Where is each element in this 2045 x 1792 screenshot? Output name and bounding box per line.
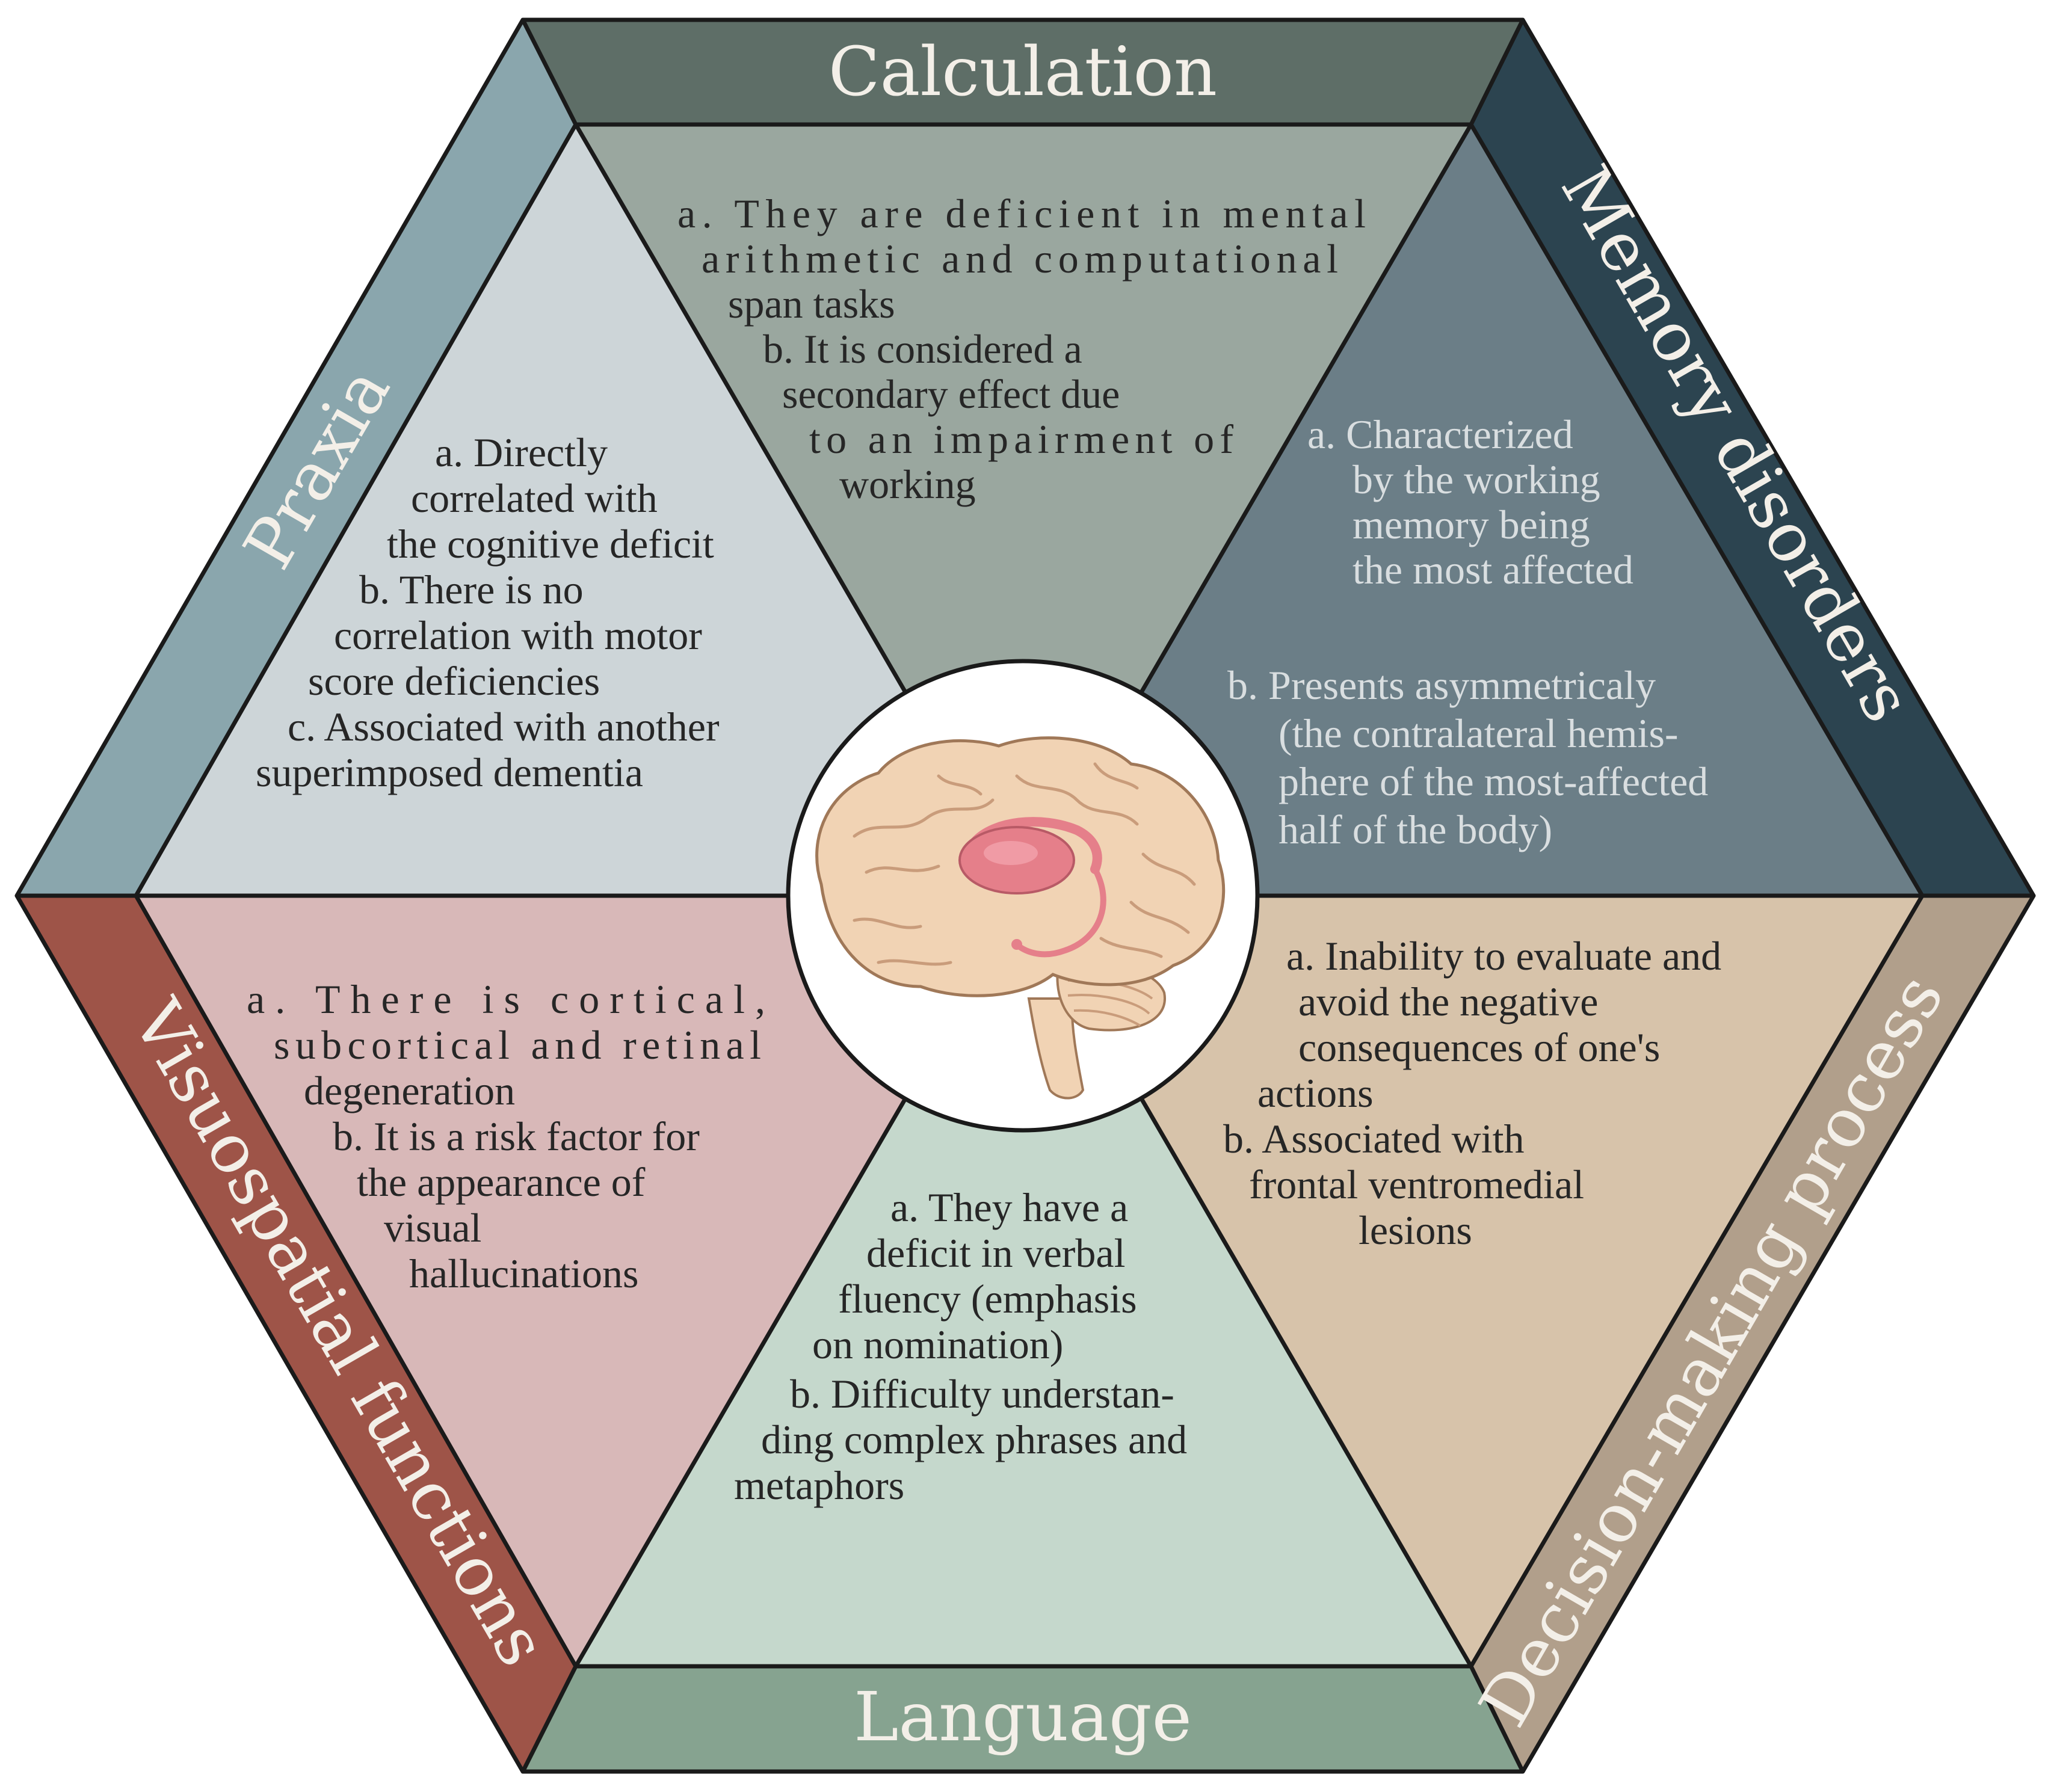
memory-line: memory being [1353,502,1590,547]
decision-line: lesions [1359,1207,1472,1253]
memory-line: (the contralateral hemis- [1279,710,1679,756]
language-band [523,1666,1523,1772]
praxia-text: a. Directly correlated with the cognitiv… [256,430,720,795]
decision-line: b. Associated with [1223,1116,1525,1162]
praxia-line: superimposed dementia [256,750,643,795]
memory-line: the most affected [1353,547,1633,593]
praxia-line: the cognitive deficit [387,521,714,567]
praxia-line: correlation with motor [334,612,702,658]
language-line: b. Difficulty understan- [790,1371,1174,1417]
language-text: a. They have a deficit in verbal fluency… [734,1184,1187,1508]
language-line: a. They have a [890,1184,1128,1230]
language-panel [576,896,1471,1666]
decision-making-panel [1023,896,1922,1666]
visuospatial-line: visual [384,1205,481,1251]
language-line: on nomination) [812,1322,1063,1367]
calculation-line: b. It is considered a [763,326,1082,372]
visuospatial-line: hallucinations [409,1251,638,1296]
calculation-line: to an impairment of [809,416,1233,462]
calculation-band [523,20,1523,125]
decision-line: avoid the negative [1298,979,1598,1024]
decision-line: a. Inability to evaluate and [1286,933,1721,979]
decision-making-text: a. Inability to evaluate and avoid the n… [1223,933,1721,1253]
memory-line: phere of the most-affected [1279,759,1708,804]
visuospatial-panel [136,896,1023,1666]
memory-disorders-panel [1023,125,1922,896]
calculation-line: a. They are deficient in mental [677,191,1366,236]
praxia-line: b. There is no [359,567,584,612]
memory-disorders-text: a. Characterized by the working memory b… [1227,411,1708,852]
visuospatial-band [17,896,576,1772]
memory-line: half of the body) [1279,807,1552,852]
praxia-line: c. Associated with another [288,704,720,750]
language-line: fluency (emphasis [838,1276,1137,1322]
memory-line: a. Characterized [1307,411,1573,457]
visuospatial-line: degeneration [304,1068,515,1113]
memory-disorders-band [1471,20,2034,896]
decision-line: frontal ventromedial [1249,1162,1584,1207]
brain-icon [815,736,1226,1100]
language-line: metaphors [734,1462,904,1508]
praxia-line: correlated with [411,475,658,521]
praxia-line: score deficiencies [308,658,600,704]
visuospatial-line: the appearance of [357,1159,646,1205]
calculation-panel [576,125,1471,896]
decision-line: actions [1257,1070,1374,1116]
praxia-panel [136,125,1023,896]
memory-line: by the working [1353,457,1600,502]
calculation-line: arithmetic and computational [702,236,1338,282]
visuospatial-line: b. It is a risk factor for [333,1113,700,1159]
praxia-band [17,20,576,896]
memory-line: b. Presents asymmetricaly [1227,662,1656,708]
calculation-line: span tasks [728,281,895,327]
language-title: Language [854,1678,1192,1757]
calculation-title: Calculation [828,33,1217,111]
visuospatial-line: a. There is cortical, [247,976,765,1022]
decision-line: consequences of one's [1298,1024,1660,1070]
language-line: deficit in verbal [866,1230,1125,1276]
language-line: ding complex phrases and [761,1417,1187,1462]
calculation-text: a. They are deficient in mental arithmet… [677,191,1366,507]
calculation-line: secondary effect due [782,371,1120,417]
calculation-line: working [839,461,976,507]
praxia-line: a. Directly [435,430,608,475]
decision-making-band [1471,896,2034,1772]
